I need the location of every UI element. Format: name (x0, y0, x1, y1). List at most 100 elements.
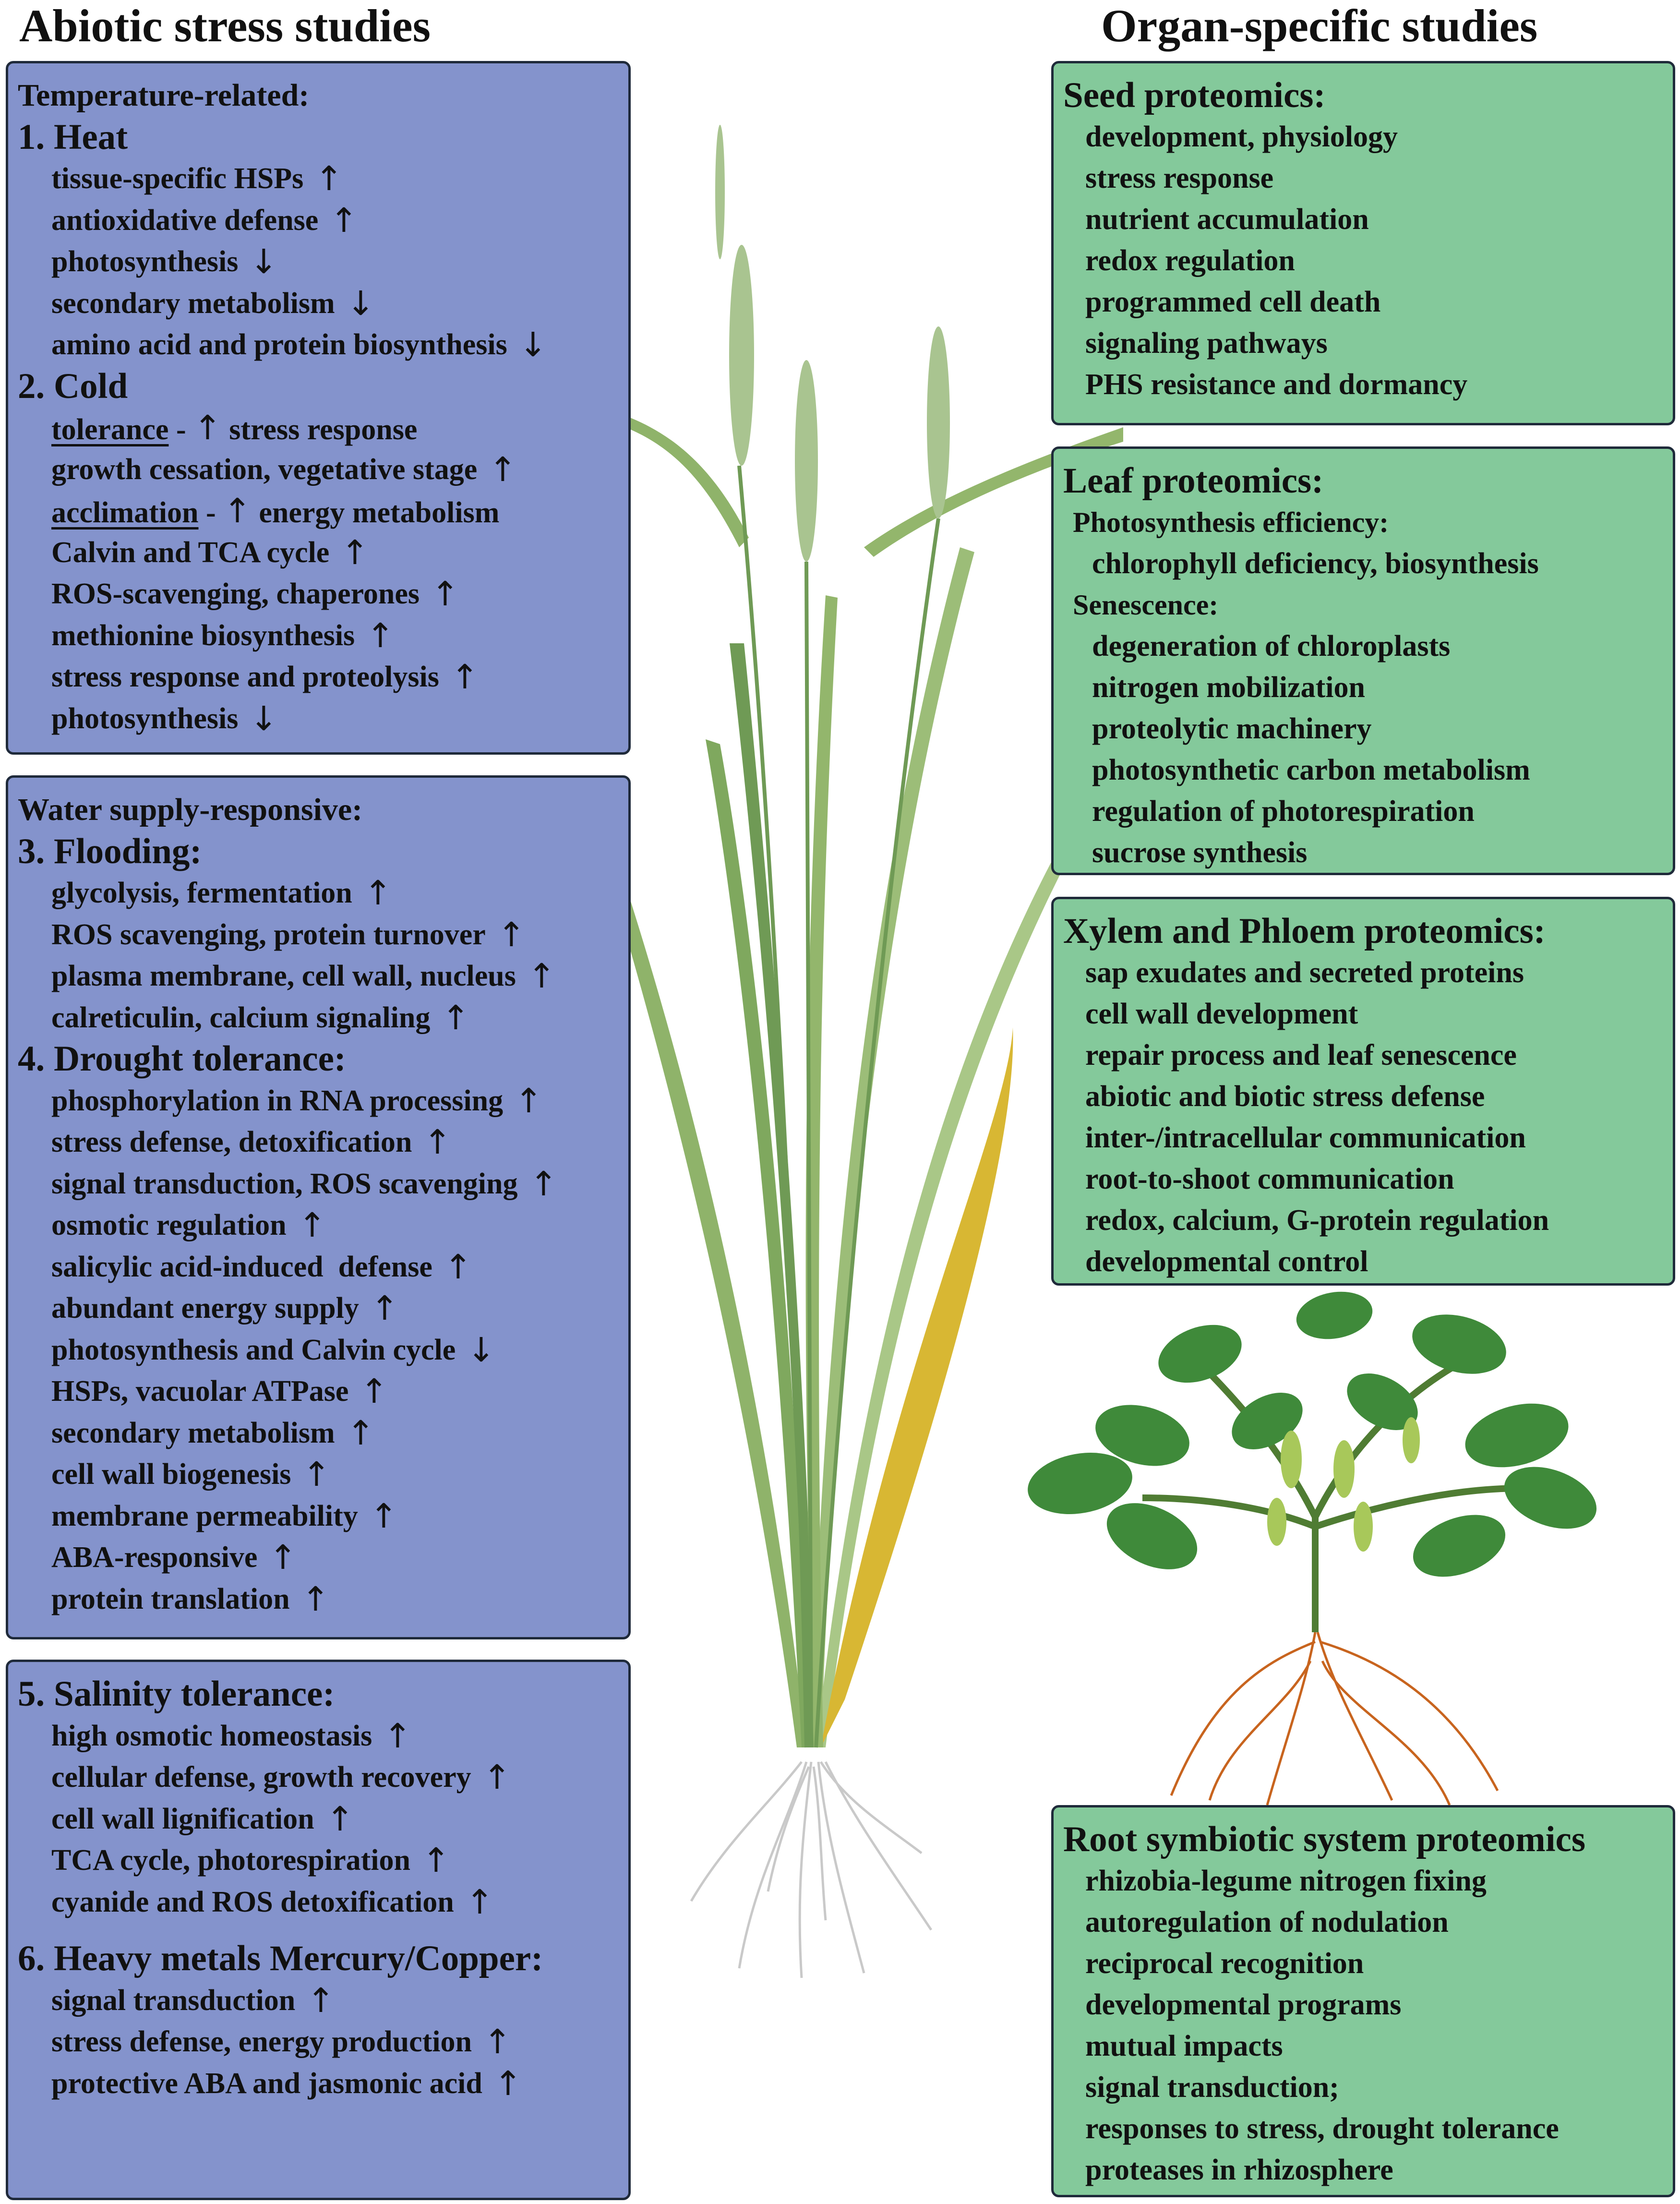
leaf-proteomics-subheading: Senescence: (1063, 584, 1673, 626)
abiotic-heading: Abiotic stress studies (19, 0, 431, 51)
water-supply-row: membrane permeability ↑ (18, 1495, 628, 1537)
item-text: membrane permeability (51, 1499, 358, 1532)
water-supply-row: salicylic acid-induced defense↑ (18, 1246, 628, 1288)
xylem-phloem-row: inter-/intracellular communication (1063, 1117, 1673, 1158)
up-arrow-icon: ↑ (330, 200, 358, 240)
heading-text: 4. Drought tolerance: (18, 1039, 346, 1079)
dash-separator: - (168, 413, 194, 446)
water-supply-row: calreticulin, calcium signaling↑ (18, 997, 628, 1039)
up-arrow-icon: ↑ (384, 1716, 412, 1756)
item-text: nutrient accumulation (1085, 203, 1369, 236)
heading-text: nitrogen mobilization (1092, 671, 1365, 704)
xylem-phloem-box: Xylem and Phloem proteomics: sap exudates… (1051, 897, 1675, 1286)
heading-text: degeneration of chloroplasts (1092, 630, 1451, 662)
water-supply-row: secondary metabolism↑ (18, 1412, 628, 1454)
item-text: development, physiology (1085, 120, 1398, 153)
leaf-proteomics-row: degeneration of chloroplasts (1063, 626, 1673, 667)
heading-text: regulation of photorespiration (1092, 795, 1475, 828)
water-supply-row: photosynthesis and Calvin cycle↓ (18, 1329, 628, 1371)
root-symbiotic-row: signal transduction; (1063, 2067, 1673, 2108)
seed-proteomics-row: stress response (1063, 157, 1673, 199)
xylem-phloem-row: repair process and leaf senescence (1063, 1035, 1673, 1076)
heading-text: 2. Cold (18, 366, 128, 406)
up-arrow-icon: ↑ (366, 615, 395, 655)
item-text: cell wall biogenesis (51, 1458, 291, 1491)
item-text: secondary metabolism (51, 1416, 335, 1449)
item-text: plasma membrane, cell wall, nucleus (51, 960, 516, 992)
seed-proteomics-row: programmed cell death (1063, 281, 1673, 323)
condition-label: acclimation (51, 496, 199, 529)
water-supply-row: osmotic regulation↑ (18, 1204, 628, 1246)
leaf-proteomics-row: regulation of photorespiration (1063, 791, 1673, 832)
seed-proteomics-row: redox regulation (1063, 240, 1673, 281)
water-supply-row: protein translation↑ (18, 1578, 628, 1620)
up-arrow-icon: ↑ (529, 1164, 558, 1204)
salinity-heavy-metals-row: protective ABA and jasmonic acid↑ (18, 2063, 628, 2105)
salinity-heavy-metals-heading: 6. Heavy metals Mercury/Copper: (18, 1938, 628, 1980)
heading-text: chlorophyll deficiency, biosynthesis (1092, 547, 1539, 580)
item-text: Calvin and TCA cycle (51, 536, 330, 569)
water-supply-row: abundant energy supply ↑ (18, 1288, 628, 1329)
root-symbiotic-row: rhizobia-legume nitrogen fixing (1063, 1860, 1673, 1902)
xylem-phloem-row: root-to-shoot communication (1063, 1158, 1673, 1200)
water-supply-row: HSPs, vacuolar ATPase ↑ (18, 1371, 628, 1412)
item-text: stress response (1085, 162, 1274, 194)
temperature-row: tolerance - ↑ stress response (18, 407, 628, 449)
root-symbiotic-row: mutual impacts (1063, 2025, 1673, 2067)
water-supply-heading: 4. Drought tolerance: (18, 1038, 628, 1080)
root-symbiotic-row: reciprocal recognition (1063, 1943, 1673, 1984)
salinity-heavy-metals-row: stress defense, energy production↑ (18, 2021, 628, 2063)
salinity-heavy-metals-row: cell wall lignification↑ (18, 1798, 628, 1840)
heading-text: Seed proteomics: (1063, 75, 1326, 115)
xylem-phloem-row: cell wall development (1063, 993, 1673, 1035)
item-text: ABA-responsive (51, 1541, 258, 1574)
heading-text: Xylem and Phloem proteomics: (1063, 911, 1546, 951)
item-text: abundant energy supply (51, 1292, 359, 1325)
heading-text: sucrose synthesis (1092, 836, 1308, 869)
item-text: stress defense, energy production (51, 2025, 472, 2058)
up-arrow-icon: ↑ (370, 1496, 398, 1536)
up-arrow-icon: ↑ (515, 1081, 543, 1120)
water-supply-box: Water supply-responsive:3. Flooding:glyc… (6, 775, 631, 1639)
soybean-stems (1142, 1360, 1522, 1632)
salinity-heavy-metals-row: cyanide and ROS detoxification ↑ (18, 1881, 628, 1923)
leaf-proteomics-subheading: Photosynthesis efficiency: (1063, 502, 1673, 543)
condition-label: tolerance (51, 413, 169, 446)
root-symbiotic-row: responses to stress, drought tolerance (1063, 2108, 1673, 2149)
temperature-section-title: Temperature-related: (18, 75, 628, 117)
soybean-leaves (1028, 1291, 1597, 1577)
item-text: high osmotic homeostasis (51, 1719, 372, 1752)
up-arrow-icon: ↑ (223, 491, 252, 530)
salinity-heavy-metals-heading: 5. Salinity tolerance: (18, 1674, 628, 1715)
water-supply-row: phosphorylation in RNA processing↑ (18, 1080, 628, 1122)
up-arrow-icon: ↑ (269, 1538, 297, 1577)
item-text: salicylic acid-induced defense (51, 1250, 432, 1283)
water-supply-row: stress defense, detoxification↑ (18, 1121, 628, 1163)
item-text: glycolysis, fermentation (51, 877, 352, 909)
rice-stems (737, 465, 940, 1748)
item-text: proteases in rhizosphere (1085, 2154, 1393, 2186)
xylem-phloem-row: abiotic and biotic stress defense (1063, 1076, 1673, 1117)
salinity-heavy-metals-row: TCA cycle, photorespiration↑ (18, 1840, 628, 1881)
leaf-proteomics-row: photosynthetic carbon metabolism (1063, 749, 1673, 791)
item-text: mutual impacts (1085, 2030, 1283, 2062)
item-text: signal transduction (51, 1984, 296, 2017)
item-text: sap exudates and secreted proteins (1085, 956, 1524, 989)
soybean-plant-illustration (1028, 1291, 1597, 1806)
up-arrow-icon: ↑ (360, 1372, 388, 1411)
item-text: cyanide and ROS detoxification (51, 1885, 454, 1918)
item-text: HSPs, vacuolar ATPase (51, 1375, 349, 1408)
item-text: energy metabolism (251, 496, 500, 529)
up-arrow-icon: ↑ (466, 1882, 494, 1922)
up-arrow-icon: ↑ (302, 1455, 331, 1494)
up-arrow-icon: ↑ (489, 449, 517, 489)
water-supply-section-title: Water supply-responsive: (18, 789, 628, 831)
seed-proteomics-row: development, physiology (1063, 116, 1673, 157)
leaf-proteomics-heading: Leaf proteomics: (1063, 460, 1673, 502)
soybean-roots (1170, 1632, 1499, 1806)
up-arrow-icon: ↑ (422, 1841, 450, 1880)
heading-text: 1. Heat (18, 117, 128, 157)
leaf-proteomics-row: chlorophyll deficiency, biosynthesis (1063, 543, 1673, 584)
up-arrow-icon: ↑ (371, 1289, 399, 1328)
